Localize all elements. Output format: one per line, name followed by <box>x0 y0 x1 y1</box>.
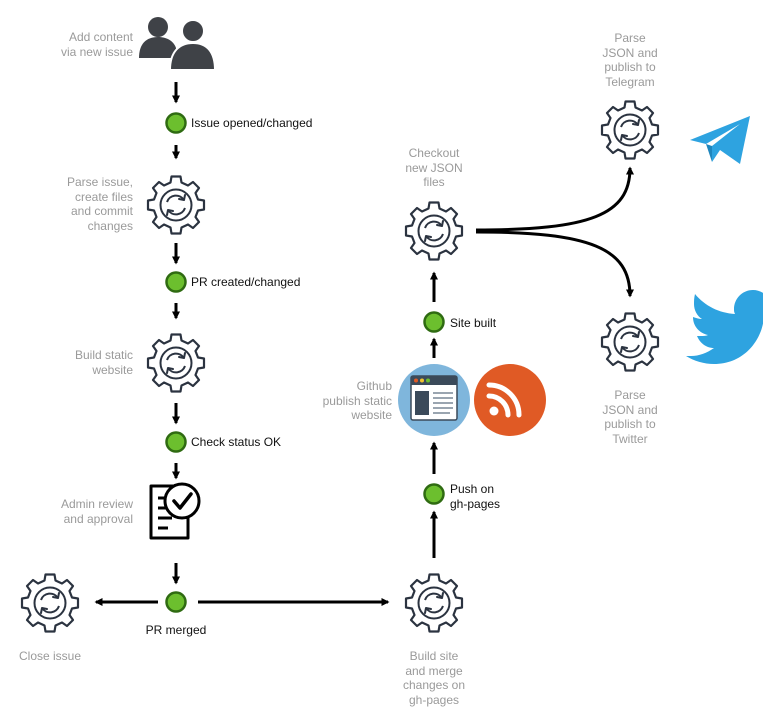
event-dot-push <box>423 483 445 505</box>
browser-window-icon <box>398 364 470 436</box>
gear-icon <box>600 312 660 372</box>
gear-icon <box>600 100 660 160</box>
twitter-icon <box>686 290 763 364</box>
telegram-icon <box>690 116 750 164</box>
event-dot-pr-created <box>165 271 187 293</box>
event-label-issue-opened: Issue opened/changed <box>191 116 313 130</box>
event-dot-issue-opened <box>165 112 187 134</box>
event-label-site-built: Site built <box>450 316 497 330</box>
gear-icon <box>146 175 206 235</box>
gear-icon <box>404 201 464 261</box>
arrow-checkout-to-twitter <box>475 230 634 298</box>
users-icon <box>139 17 217 71</box>
gear-icon <box>404 573 464 633</box>
gear-icon <box>20 573 80 633</box>
gear-icon <box>146 333 206 393</box>
event-label-pr-created: PR created/changed <box>191 275 301 289</box>
event-dot-check-status <box>165 431 187 453</box>
rss-icon <box>474 364 546 436</box>
event-label-pr-merged: PR merged <box>145 623 207 637</box>
step-label-close-issue: Close issue <box>18 649 82 663</box>
arrow-checkout-to-telegram <box>475 166 634 232</box>
event-label-check-status: Check status OK <box>191 435 282 449</box>
event-dot-pr-merged <box>165 591 187 613</box>
document-check-icon <box>149 482 201 540</box>
event-dot-site-built <box>423 311 445 333</box>
